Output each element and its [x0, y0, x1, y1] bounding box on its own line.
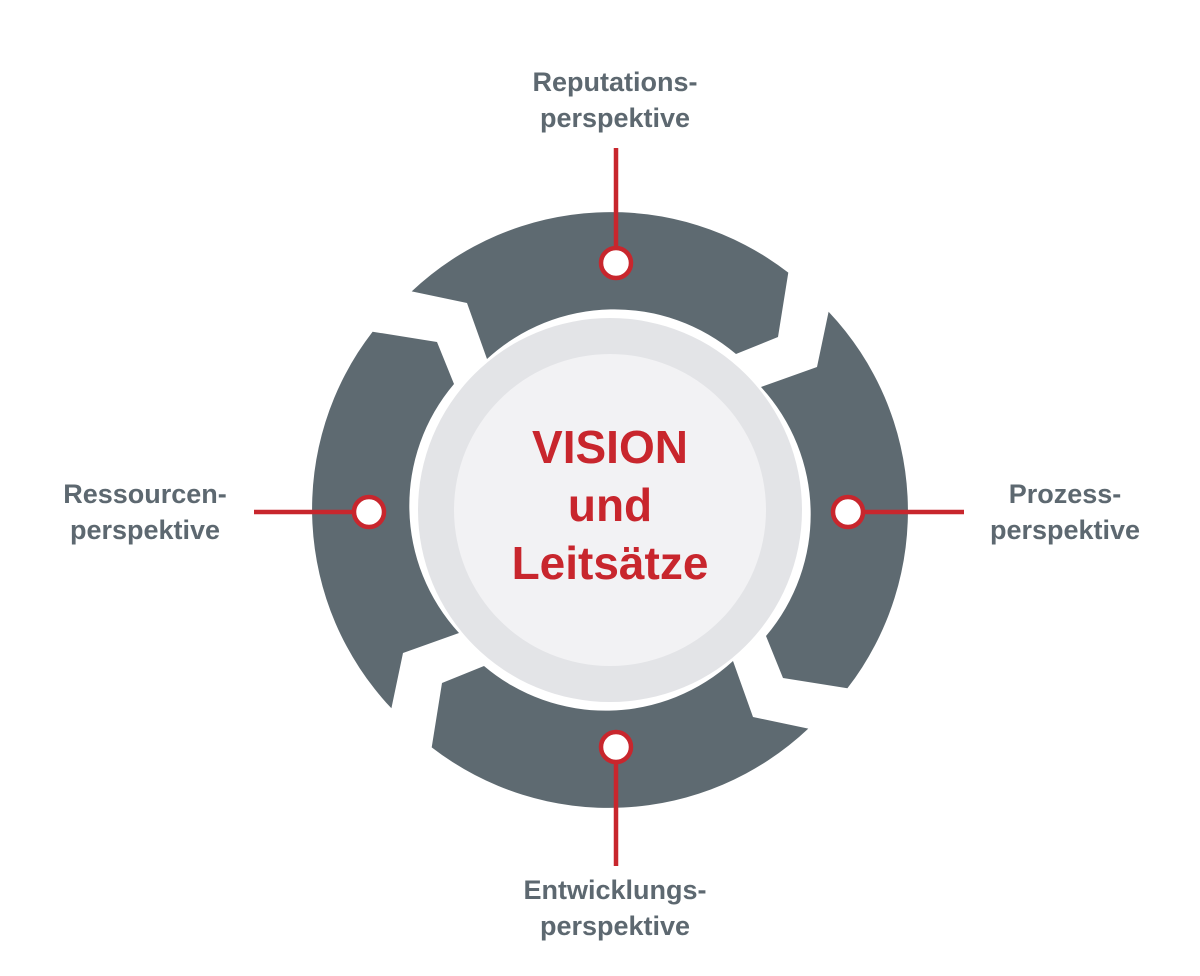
- label-line-2: perspektive: [69, 515, 221, 545]
- inner-disc: [454, 354, 766, 666]
- segment-top: [411, 212, 789, 359]
- label-process-perspective: Prozess- perspektive: [940, 476, 1190, 548]
- segment-right: [761, 311, 908, 689]
- label-line-1: Prozess-: [1008, 479, 1122, 509]
- segment-left: [312, 331, 459, 709]
- connectors: [254, 148, 964, 866]
- cycle-segments: [312, 212, 908, 808]
- marker-left: [351, 494, 387, 530]
- marker-bottom: [598, 729, 634, 765]
- label-line-1: Reputations-: [532, 67, 698, 97]
- label-development-perspective: Entwicklungs- perspektive: [460, 872, 770, 944]
- label-resource-perspective: Ressourcen- perspektive: [20, 476, 270, 548]
- label-line-1: Ressourcen-: [63, 479, 227, 509]
- center-line-1: VISION: [532, 421, 688, 473]
- label-reputation-perspective: Reputations- perspektive: [460, 64, 770, 136]
- center-line-3: Leitsätze: [511, 537, 709, 589]
- center-line-2: und: [567, 479, 653, 531]
- label-line-2: perspektive: [989, 515, 1141, 545]
- marker-top: [598, 245, 634, 281]
- label-line-1: Entwicklungs-: [523, 875, 707, 905]
- label-line-2: perspektive: [539, 911, 691, 941]
- markers: [351, 245, 866, 765]
- label-line-2: perspektive: [539, 103, 691, 133]
- center-title: VISION und Leitsätze: [460, 418, 760, 592]
- marker-right: [830, 494, 866, 530]
